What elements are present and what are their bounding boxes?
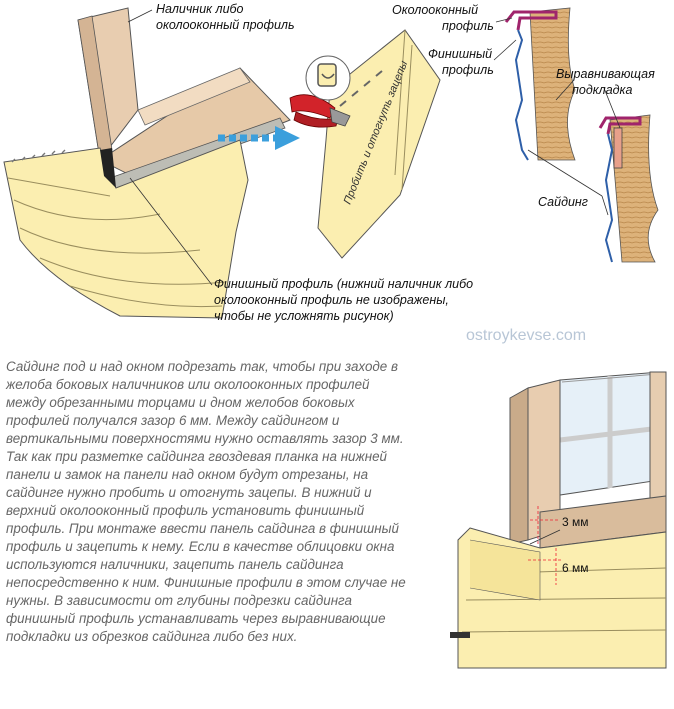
cross-section-illustration xyxy=(493,7,659,263)
siding-panels xyxy=(3,139,249,319)
window-profile-lower xyxy=(598,116,642,135)
label-window-profile-line2: профиль xyxy=(442,19,494,33)
punched-panel-illustration: Пробить и отогнуть зацепы xyxy=(289,29,441,259)
window-siding-illustration xyxy=(450,371,667,669)
finish-profile-note-line2: околооконный профиль не изображены, xyxy=(214,293,449,307)
label-leveling-strip-line2: подкладка xyxy=(572,83,632,97)
leveling-strip-rect xyxy=(613,127,623,169)
watermark: ostroykevse.com xyxy=(466,327,586,344)
punch-tool-icon xyxy=(289,94,351,128)
label-finish-profile-line2: профиль xyxy=(442,63,494,77)
label-siding: Сайдинг xyxy=(538,195,588,209)
finish-profile-note-line3: чтобы не усложнять рисунок) xyxy=(214,309,394,323)
label-finish-profile-line1: Финишный xyxy=(428,47,492,61)
label-window-profile-line1: Околооконный xyxy=(392,3,478,17)
gap-3mm-label: 3 мм xyxy=(562,515,589,529)
label-trim-profile-line2: околооконный профиль xyxy=(156,18,295,32)
window-corner-illustration xyxy=(3,7,291,319)
description-text: Сайдинг под и над окном подрезать так, ч… xyxy=(6,359,406,644)
wall-section-upper xyxy=(529,7,576,161)
dimension-marks xyxy=(528,506,562,585)
gap-6mm-label: 6 мм xyxy=(562,561,589,575)
finish-profile-note-line1: Финишный профиль (нижний наличник либо xyxy=(214,277,473,291)
label-trim-profile-line1: Наличник либо xyxy=(156,2,244,16)
label-leveling-strip-line1: Выравнивающая xyxy=(556,67,655,81)
process-arrow xyxy=(218,126,300,150)
window-profile-upper xyxy=(504,10,558,31)
